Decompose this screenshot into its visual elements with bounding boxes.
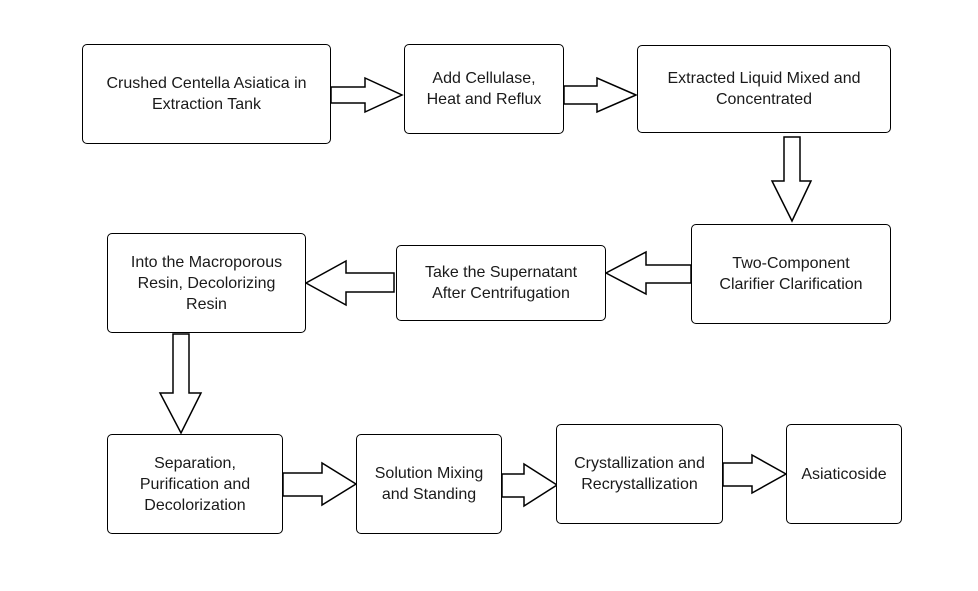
step-label: Add Cellulase, Heat and Reflux bbox=[426, 70, 542, 108]
step-box-asiaticoside: Asiaticoside bbox=[786, 424, 902, 524]
step-label: Asiaticoside bbox=[801, 465, 887, 483]
arrow-s4-to-s5 bbox=[604, 250, 692, 296]
step-box-crushed-centella: Crushed Centella Asiatica in Extraction … bbox=[82, 44, 331, 144]
step-box-supernatant: Take the Supernatant After Centrifugatio… bbox=[396, 245, 606, 321]
step-box-two-component-clarifier: Two-Component Clarifier Clarification bbox=[691, 224, 891, 324]
step-label: Take the Supernatant After Centrifugatio… bbox=[424, 264, 578, 302]
step-label: Crushed Centella Asiatica in Extraction … bbox=[106, 75, 307, 113]
step-label: Into the Macroporous Resin, Decolorizing… bbox=[130, 253, 283, 313]
step-label: Solution Mixing and Standing bbox=[374, 465, 484, 503]
arrow-s1-to-s2 bbox=[330, 76, 404, 114]
arrow-s7-to-s8 bbox=[282, 461, 358, 507]
arrow-s3-to-s4 bbox=[770, 136, 813, 223]
step-label: Two-Component Clarifier Clarification bbox=[719, 255, 863, 293]
arrow-s6-to-s7 bbox=[158, 333, 203, 435]
step-label: Crystallization and Recrystallization bbox=[574, 455, 705, 493]
step-box-extracted-liquid: Extracted Liquid Mixed and Concentrated bbox=[637, 45, 891, 133]
step-label: Extracted Liquid Mixed and Concentrated bbox=[667, 70, 861, 108]
arrow-s8-to-s9 bbox=[501, 462, 559, 508]
arrow-s5-to-s6 bbox=[304, 259, 395, 307]
step-box-macroporous-resin: Into the Macroporous Resin, Decolorizing… bbox=[107, 233, 306, 333]
step-box-crystallization: Crystallization and Recrystallization bbox=[556, 424, 723, 524]
step-box-add-cellulase: Add Cellulase, Heat and Reflux bbox=[404, 44, 564, 134]
step-box-solution-mixing: Solution Mixing and Standing bbox=[356, 434, 502, 534]
step-box-separation-purification: Separation, Purification and Decolorizat… bbox=[107, 434, 283, 534]
step-label: Separation, Purification and Decolorizat… bbox=[139, 454, 251, 514]
arrow-s9-to-s10 bbox=[722, 453, 788, 495]
arrow-s2-to-s3 bbox=[563, 76, 638, 114]
